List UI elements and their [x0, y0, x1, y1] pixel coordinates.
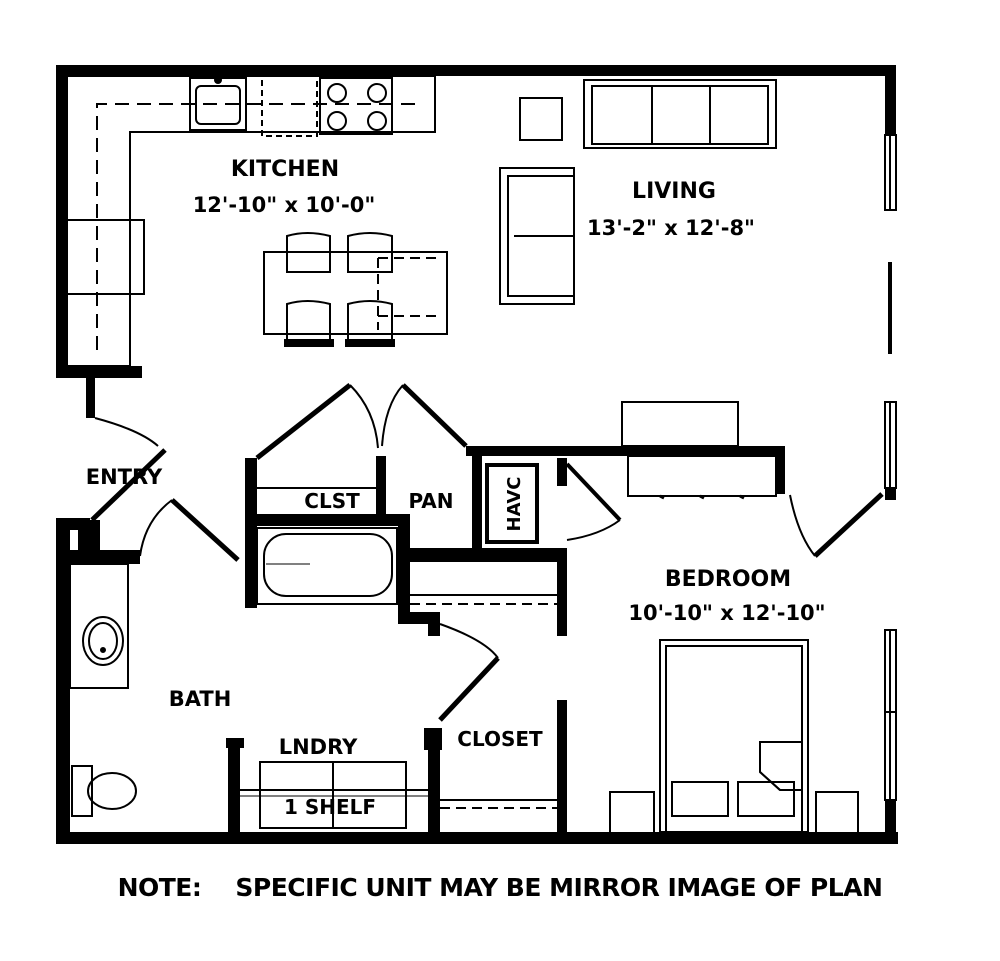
room-labels: KITCHEN 12'-10" x 10'-0" LIVING 13'-2" x…	[86, 157, 826, 819]
interior-walls	[70, 378, 785, 844]
pan-label: PAN	[408, 489, 453, 513]
plan-note: NOTE: SPECIFIC UNIT MAY BE MIRROR IMAGE O…	[0, 873, 1000, 902]
living-name: LIVING	[632, 179, 716, 204]
dining-table	[263, 232, 448, 347]
havc-label: HAVC	[504, 477, 525, 532]
lndry-label: LNDRY	[279, 735, 358, 759]
kitchen-range	[319, 77, 393, 135]
bedroom-dims: 10'-10" x 12'-10"	[628, 601, 825, 625]
living-dims: 13'-2" x 12'-8"	[587, 216, 755, 240]
clst-label: CLST	[304, 489, 360, 513]
doors	[90, 383, 884, 722]
bedroom-furniture	[609, 401, 859, 835]
hvac-unit	[485, 463, 539, 544]
shelf-label: 1 SHELF	[284, 795, 376, 819]
entry-label: ENTRY	[86, 465, 163, 489]
living-furniture	[499, 79, 777, 305]
note-prefix: NOTE:	[117, 873, 202, 902]
kitchen-dims: 12'-10" x 10'-0"	[193, 193, 376, 217]
bedroom-name: BEDROOM	[665, 567, 791, 592]
bath-label: BATH	[169, 687, 232, 711]
windows	[884, 134, 897, 801]
exterior-walls	[56, 65, 898, 844]
note-text: SPECIFIC UNIT MAY BE MIRROR IMAGE OF PLA…	[235, 873, 883, 902]
kitchen-name: KITCHEN	[231, 157, 339, 182]
kitchen-sink	[189, 75, 318, 137]
bath-fixtures	[69, 527, 398, 817]
shelves	[240, 487, 557, 829]
closet-label: CLOSET	[457, 727, 543, 751]
kitchen-counters	[68, 75, 436, 367]
